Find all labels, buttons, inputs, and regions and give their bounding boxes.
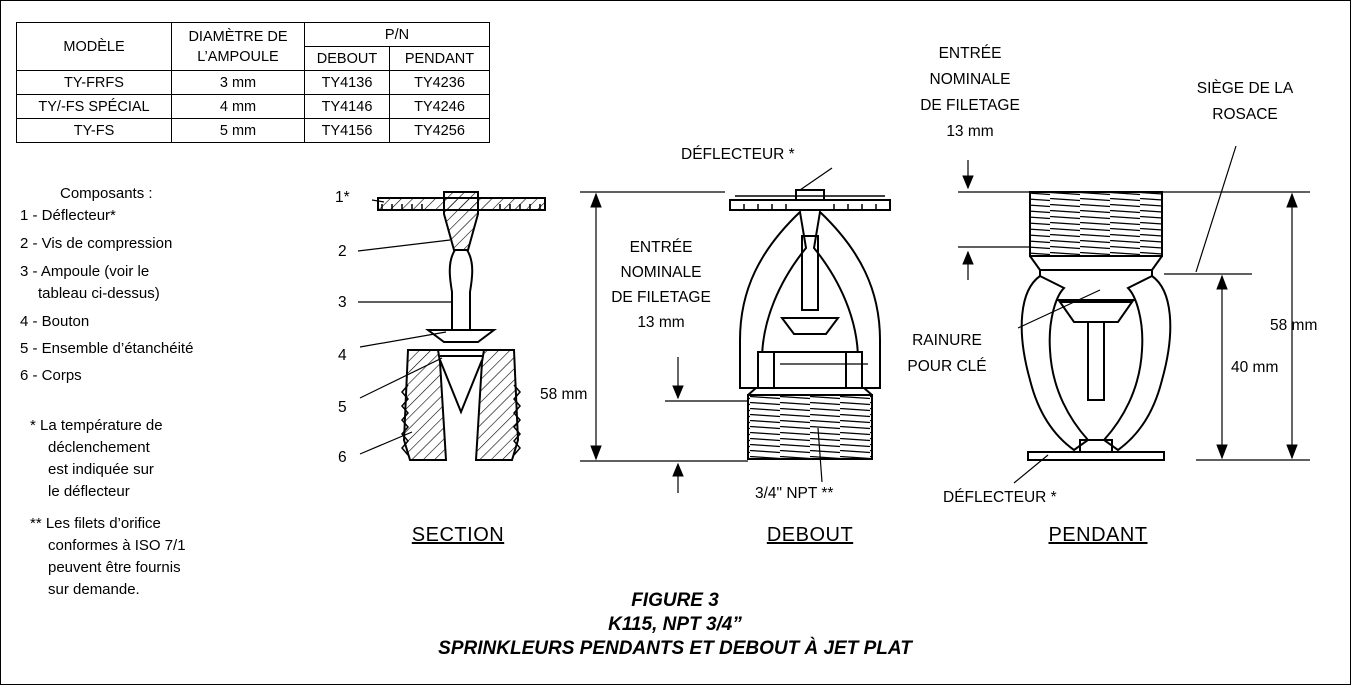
upright-title: DEBOUT — [766, 524, 854, 546]
note-1-line: est indiquée sur — [48, 461, 154, 478]
upright-view — [580, 167, 891, 493]
figure-title: SPRINKLEURS PENDANTS ET DEBOUT À JET PLA… — [438, 638, 912, 659]
cell-pendent: TY4256 — [389, 118, 490, 143]
callout-2: 2 — [338, 243, 347, 260]
model-table: MODÈLE DIAMÈTRE DE L’AMPOULE P/N DEBOUT … — [16, 22, 490, 143]
note-2-line: ** Les filets d’orifice — [30, 515, 161, 532]
pendent-entry-label: 13 mm — [946, 123, 994, 140]
component-item: 3 - Ampoule (voir le — [20, 263, 150, 280]
callout-3: 3 — [338, 294, 347, 311]
callout-1: 1* — [335, 189, 350, 206]
pendent-entry-label: NOMINALE — [929, 71, 1011, 88]
figure-number: FIGURE 3 — [631, 590, 719, 611]
pendent-height-label: 58 mm — [1270, 317, 1318, 334]
escutcheon-label: ROSACE — [1212, 106, 1278, 123]
pendent-entry-label: ENTRÉE — [938, 45, 1002, 62]
callout-5: 5 — [338, 399, 347, 416]
header-bulb: DIAMÈTRE DE L’AMPOULE — [171, 22, 305, 71]
cell-pendent: TY4246 — [389, 94, 490, 119]
cell-model: TY-FRFS — [16, 70, 172, 95]
components-title: Composants : — [60, 185, 153, 202]
header-pendent: PENDANT — [389, 46, 490, 71]
component-item: 1 - Déflecteur* — [20, 207, 116, 224]
pendent-view — [958, 145, 1310, 484]
cell-upright: TY4146 — [304, 94, 390, 119]
component-item: 4 - Bouton — [20, 313, 90, 330]
callout-6: 6 — [338, 449, 347, 466]
upright-entry-label: NOMINALE — [620, 264, 702, 281]
note-1-line: déclenchement — [48, 439, 150, 456]
upright-entry-label: DE FILETAGE — [611, 289, 711, 306]
upright-height-label: 58 mm — [540, 386, 588, 403]
cell-model: TY/-FS SPÉCIAL — [16, 94, 172, 119]
figure-subtitle: K115, NPT 3/4” — [608, 614, 742, 635]
table-row: TY-FS 5 mm TY4156 TY4256 — [16, 118, 490, 143]
upright-entry-label: 13 mm — [637, 314, 685, 331]
note-2-line: conformes à ISO 7/1 — [48, 537, 186, 554]
section-view — [357, 191, 546, 461]
note-1-line: * La température de — [30, 417, 163, 434]
seat-height-label: 40 mm — [1231, 359, 1279, 376]
table-row: TY-FRFS 3 mm TY4136 TY4236 — [16, 70, 490, 95]
table-row: TY/-FS SPÉCIAL 4 mm TY4146 TY4246 — [16, 94, 490, 119]
pendent-title: PENDANT — [1048, 524, 1148, 546]
component-item: 5 - Ensemble d’étanchéité — [20, 340, 194, 357]
pendent-deflector-label: DÉFLECTEUR * — [943, 489, 1057, 506]
header-pn: P/N — [304, 22, 490, 47]
note-2-line: peuvent être fournis — [48, 559, 181, 576]
note-1-line: le déflecteur — [48, 483, 130, 500]
pendent-entry-label: DE FILETAGE — [920, 97, 1020, 114]
cell-pendent: TY4236 — [389, 70, 490, 95]
cell-model: TY-FS — [16, 118, 172, 143]
upright-deflector-label: DÉFLECTEUR * — [681, 146, 795, 163]
escutcheon-label: SIÈGE DE LA — [1196, 80, 1294, 97]
npt-label: 3/4" NPT ** — [755, 485, 834, 502]
component-item: 6 - Corps — [20, 367, 82, 384]
cell-bulb: 3 mm — [171, 70, 305, 95]
wrench-label: POUR CLÉ — [907, 358, 987, 375]
component-item: 2 - Vis de compression — [20, 235, 173, 252]
upright-entry-label: ENTRÉE — [629, 239, 693, 256]
cell-upright: TY4156 — [304, 118, 390, 143]
component-item: tableau ci-dessus) — [38, 285, 160, 302]
note-2-line: sur demande. — [48, 581, 140, 598]
callout-4: 4 — [338, 347, 347, 364]
section-title: SECTION — [411, 524, 505, 546]
wrench-label: RAINURE — [912, 332, 982, 349]
